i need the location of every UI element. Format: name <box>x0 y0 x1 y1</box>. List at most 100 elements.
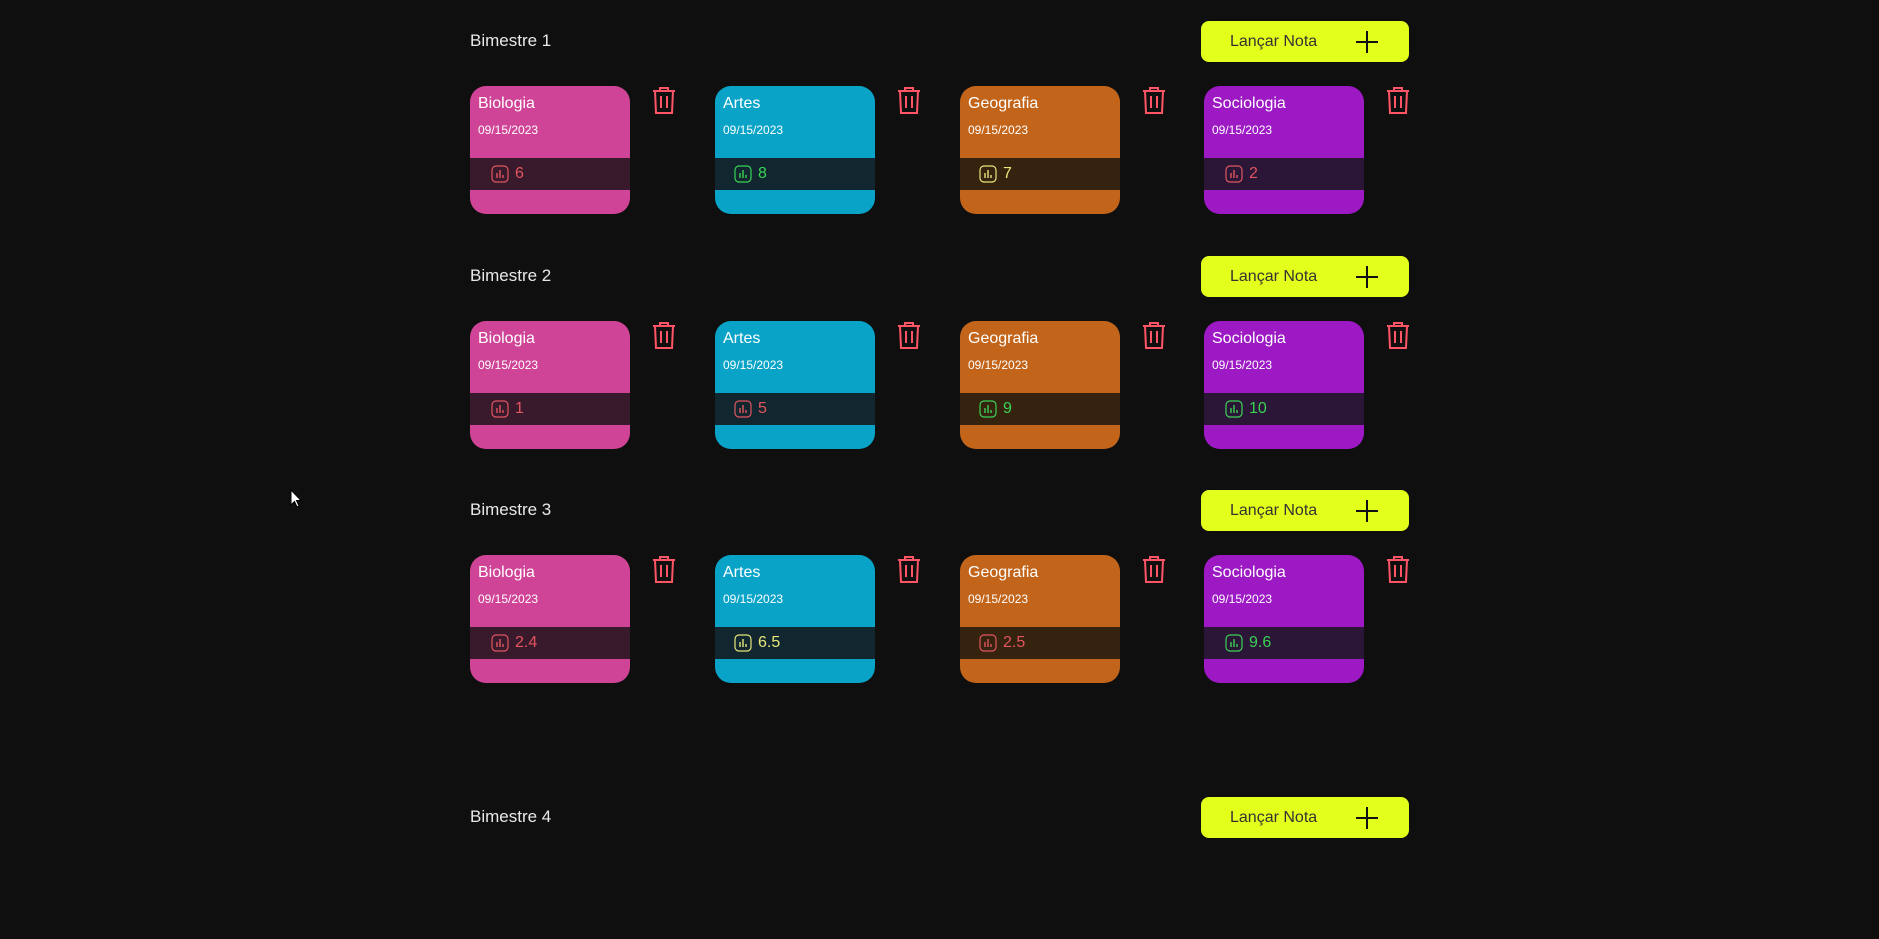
grade-value: 1 <box>515 400 524 417</box>
grade-band: 6.5 <box>715 627 875 659</box>
grade-band: 2.5 <box>960 627 1120 659</box>
grade-card[interactable]: Geografia 09/15/2023 2.5 <box>960 555 1120 683</box>
trash-icon[interactable] <box>651 86 677 116</box>
grade-card[interactable]: Artes 09/15/2023 8 <box>715 86 875 214</box>
bimester-header: Bimestre 1 Lançar Nota <box>470 21 1410 63</box>
grade-card[interactable]: Sociologia 09/15/2023 9.6 <box>1204 555 1364 683</box>
trash-icon[interactable] <box>1141 555 1167 585</box>
grade-card[interactable]: Artes 09/15/2023 5 <box>715 321 875 449</box>
grade-band: 2.4 <box>470 627 630 659</box>
add-grade-label: Lançar Nota <box>1230 32 1318 50</box>
plus-icon <box>1356 266 1378 288</box>
add-grade-button[interactable]: Lançar Nota <box>1201 256 1409 297</box>
grade-value: 2.5 <box>1003 634 1026 651</box>
trash-icon[interactable] <box>896 86 922 116</box>
trash-icon[interactable] <box>896 555 922 585</box>
subject-name: Artes <box>723 330 761 347</box>
add-grade-label: Lançar Nota <box>1230 267 1318 285</box>
grade-card[interactable]: Geografia 09/15/2023 9 <box>960 321 1120 449</box>
subject-name: Sociologia <box>1212 95 1286 112</box>
bimester-title: Bimestre 2 <box>470 266 552 285</box>
trash-icon[interactable] <box>651 555 677 585</box>
grade-card[interactable]: Geografia 09/15/2023 7 <box>960 86 1120 214</box>
bar-chart-icon <box>979 634 997 652</box>
trash-icon[interactable] <box>1385 86 1411 116</box>
subject-name: Artes <box>723 564 761 581</box>
grade-value: 9.6 <box>1249 634 1272 651</box>
grade-band: 9 <box>960 393 1120 425</box>
bimester-section: Bimestre 4 Lançar Nota <box>470 797 1410 839</box>
trash-icon[interactable] <box>651 321 677 351</box>
grade-value: 7 <box>1003 165 1012 182</box>
subject-name: Artes <box>723 95 761 112</box>
bar-chart-icon <box>979 400 997 418</box>
grade-date: 09/15/2023 <box>968 358 1029 372</box>
bimester-title: Bimestre 4 <box>470 807 552 826</box>
add-grade-button[interactable]: Lançar Nota <box>1201 490 1409 531</box>
grade-date: 09/15/2023 <box>478 123 539 137</box>
grade-value: 10 <box>1249 400 1267 417</box>
subject-name: Sociologia <box>1212 564 1286 581</box>
grade-band: 2 <box>1204 158 1364 190</box>
subject-name: Geografia <box>968 564 1039 581</box>
grade-date: 09/15/2023 <box>968 592 1029 606</box>
add-grade-button[interactable]: Lançar Nota <box>1201 21 1409 62</box>
bimester-header: Bimestre 4 Lançar Nota <box>470 797 1410 839</box>
grade-date: 09/15/2023 <box>1212 592 1273 606</box>
trash-icon[interactable] <box>896 321 922 351</box>
bar-chart-icon <box>1225 400 1243 418</box>
grade-date: 09/15/2023 <box>723 123 784 137</box>
grade-band: 5 <box>715 393 875 425</box>
grade-band: 6 <box>470 158 630 190</box>
grade-date: 09/15/2023 <box>478 358 539 372</box>
grade-card[interactable]: Sociologia 09/15/2023 2 <box>1204 86 1364 214</box>
grade-value: 9 <box>1003 400 1012 417</box>
grade-date: 09/15/2023 <box>723 358 784 372</box>
grade-value: 6 <box>515 165 524 182</box>
subject-name: Geografia <box>968 95 1039 112</box>
grade-value: 2 <box>1249 165 1258 182</box>
trash-icon[interactable] <box>1385 321 1411 351</box>
grade-card[interactable]: Biologia 09/15/2023 6 <box>470 86 630 214</box>
bar-chart-icon <box>734 165 752 183</box>
grade-value: 8 <box>758 165 767 182</box>
grade-date: 09/15/2023 <box>1212 123 1273 137</box>
add-grade-label: Lançar Nota <box>1230 501 1318 519</box>
bimester-header: Bimestre 2 Lançar Nota <box>470 256 1410 298</box>
mouse-cursor <box>290 489 302 508</box>
add-grade-button[interactable]: Lançar Nota <box>1201 797 1409 838</box>
grade-date: 09/15/2023 <box>478 592 539 606</box>
trash-icon[interactable] <box>1141 321 1167 351</box>
grade-date: 09/15/2023 <box>968 123 1029 137</box>
bar-chart-icon <box>1225 165 1243 183</box>
bar-chart-icon <box>734 400 752 418</box>
grade-band: 10 <box>1204 393 1364 425</box>
add-grade-label: Lançar Nota <box>1230 808 1318 826</box>
grade-band: 1 <box>470 393 630 425</box>
grade-cards: Biologia 09/15/2023 6 Artes 09/15/2023 8 Geogr… <box>470 86 1410 214</box>
bar-chart-icon <box>1225 634 1243 652</box>
subject-name: Geografia <box>968 330 1039 347</box>
bar-chart-icon <box>491 634 509 652</box>
plus-icon <box>1356 807 1378 829</box>
grade-band: 8 <box>715 158 875 190</box>
grade-card[interactable]: Artes 09/15/2023 6.5 <box>715 555 875 683</box>
grade-date: 09/15/2023 <box>723 592 784 606</box>
bimester-title: Bimestre 1 <box>470 31 552 50</box>
subject-name: Biologia <box>478 95 535 112</box>
trash-icon[interactable] <box>1385 555 1411 585</box>
bar-chart-icon <box>491 400 509 418</box>
grade-value: 6.5 <box>758 634 781 651</box>
trash-icon[interactable] <box>1141 86 1167 116</box>
bar-chart-icon <box>979 165 997 183</box>
grade-band: 9.6 <box>1204 627 1364 659</box>
